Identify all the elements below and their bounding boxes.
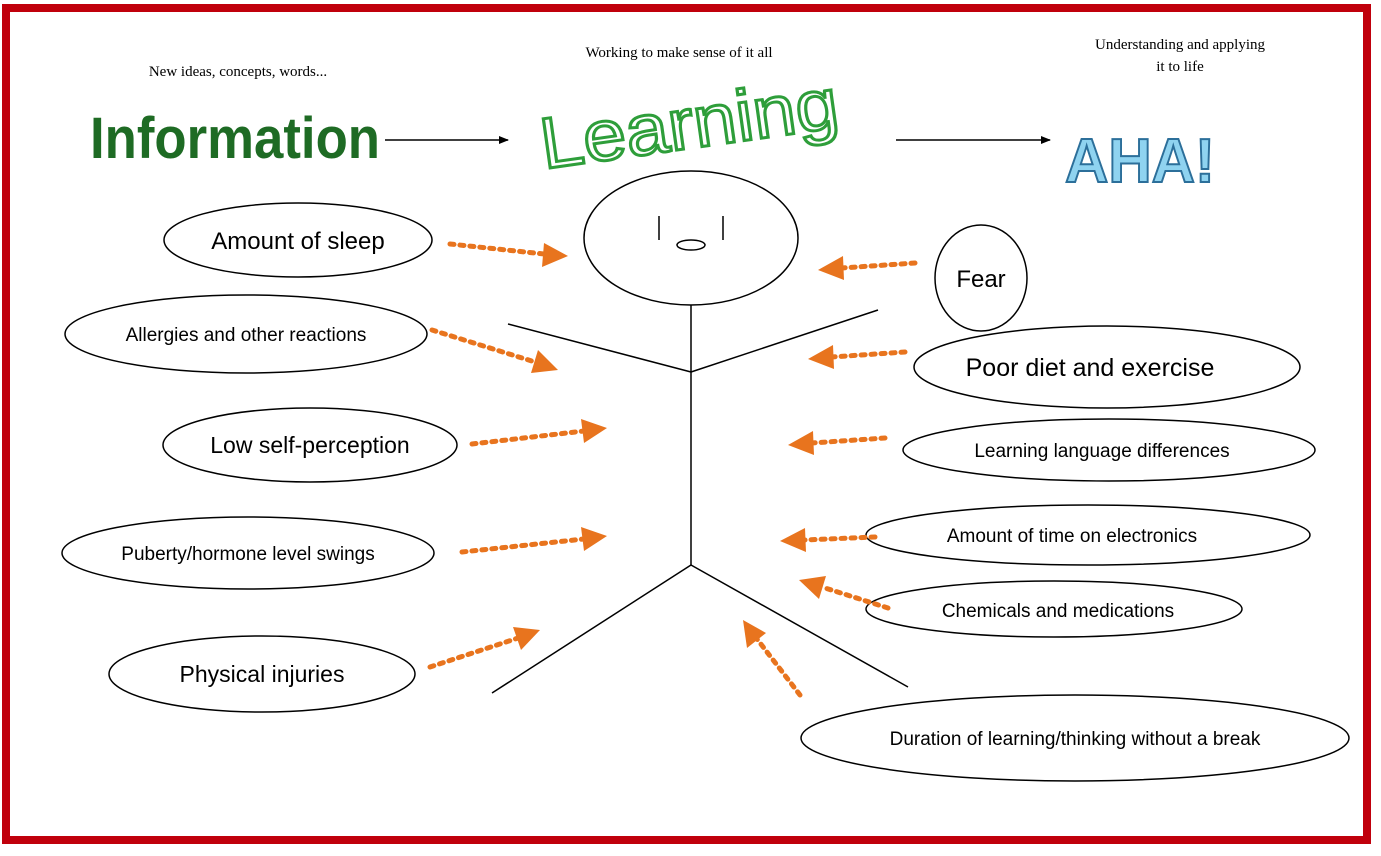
factor-label: Fear [956,266,1005,293]
factor-chemicals: Chemicals and medications [865,580,1243,638]
factor-label: Duration of learning/thinking without a … [890,729,1261,750]
factor-poor-diet: Poor diet and exercise [913,325,1301,409]
factor-puberty: Puberty/hormone level swings [61,516,435,590]
figure-arm-right [690,309,879,373]
arrow-fear [818,256,918,280]
factor-ellipse [162,407,458,483]
figure-leg-left [491,564,692,694]
arrow-allergies [429,327,558,373]
factor-amount-of-sleep: Amount of sleep [163,202,433,278]
arrow-duration [743,620,803,698]
factor-label: Poor diet and exercise [966,354,1215,382]
factor-label: Learning language differences [974,441,1229,462]
factor-fear: Fear [934,224,1028,332]
factor-allergies: Allergies and other reactions [64,294,428,374]
figure-leg-right [690,564,909,688]
factor-ellipse [865,580,1243,638]
figure-arm-left [507,323,692,373]
factor-ellipse [902,418,1316,482]
red-frame [2,4,1371,844]
arrow-puberty [459,527,607,555]
arrow-chemicals [799,576,891,611]
arrow-poor-diet [808,345,908,369]
arrow-sleep [447,241,568,267]
factor-ellipse [913,325,1301,409]
arrow-electronics [780,528,878,552]
factor-ellipse [800,694,1350,782]
learning-caption: Working to make sense of it all [585,45,772,61]
factor-language-differences: Learning language differences [902,418,1316,482]
factor-electronics: Amount of time on electronics [865,504,1311,566]
figure-head [583,170,799,306]
factor-ellipse [934,224,1028,332]
factor-ellipse [64,294,428,374]
factor-label: Puberty/hormone level swings [121,544,374,565]
factor-ellipse [163,202,433,278]
aha-title: AHA! [1065,127,1215,196]
aha-caption-line1: Understanding and applying [1095,37,1265,53]
information-caption: New ideas, concepts, words... [149,64,327,80]
arrow-self-perception [469,419,607,447]
factor-physical-injuries: Physical injuries [108,635,416,713]
information-title: Information [90,106,380,171]
factor-label: Amount of time on electronics [947,526,1197,547]
aha-caption-line2: it to life [1156,59,1204,75]
factor-label: Chemicals and medications [942,601,1174,622]
factor-label: Low self-perception [210,432,409,458]
factor-label: Physical injuries [180,661,345,687]
factor-low-self-perception: Low self-perception [162,407,458,483]
factor-label: Amount of sleep [211,228,384,255]
arrow-language [788,431,888,455]
arrow-injuries [427,627,540,670]
factor-ellipse [865,504,1311,566]
stick-figure [491,170,909,694]
factor-ellipse [61,516,435,590]
factor-duration: Duration of learning/thinking without a … [800,694,1350,782]
figure-mouth [676,239,706,251]
factor-ellipse [108,635,416,713]
factor-arrows [427,241,918,698]
learning-title: Learning [535,64,843,185]
factor-label: Allergies and other reactions [126,325,367,346]
